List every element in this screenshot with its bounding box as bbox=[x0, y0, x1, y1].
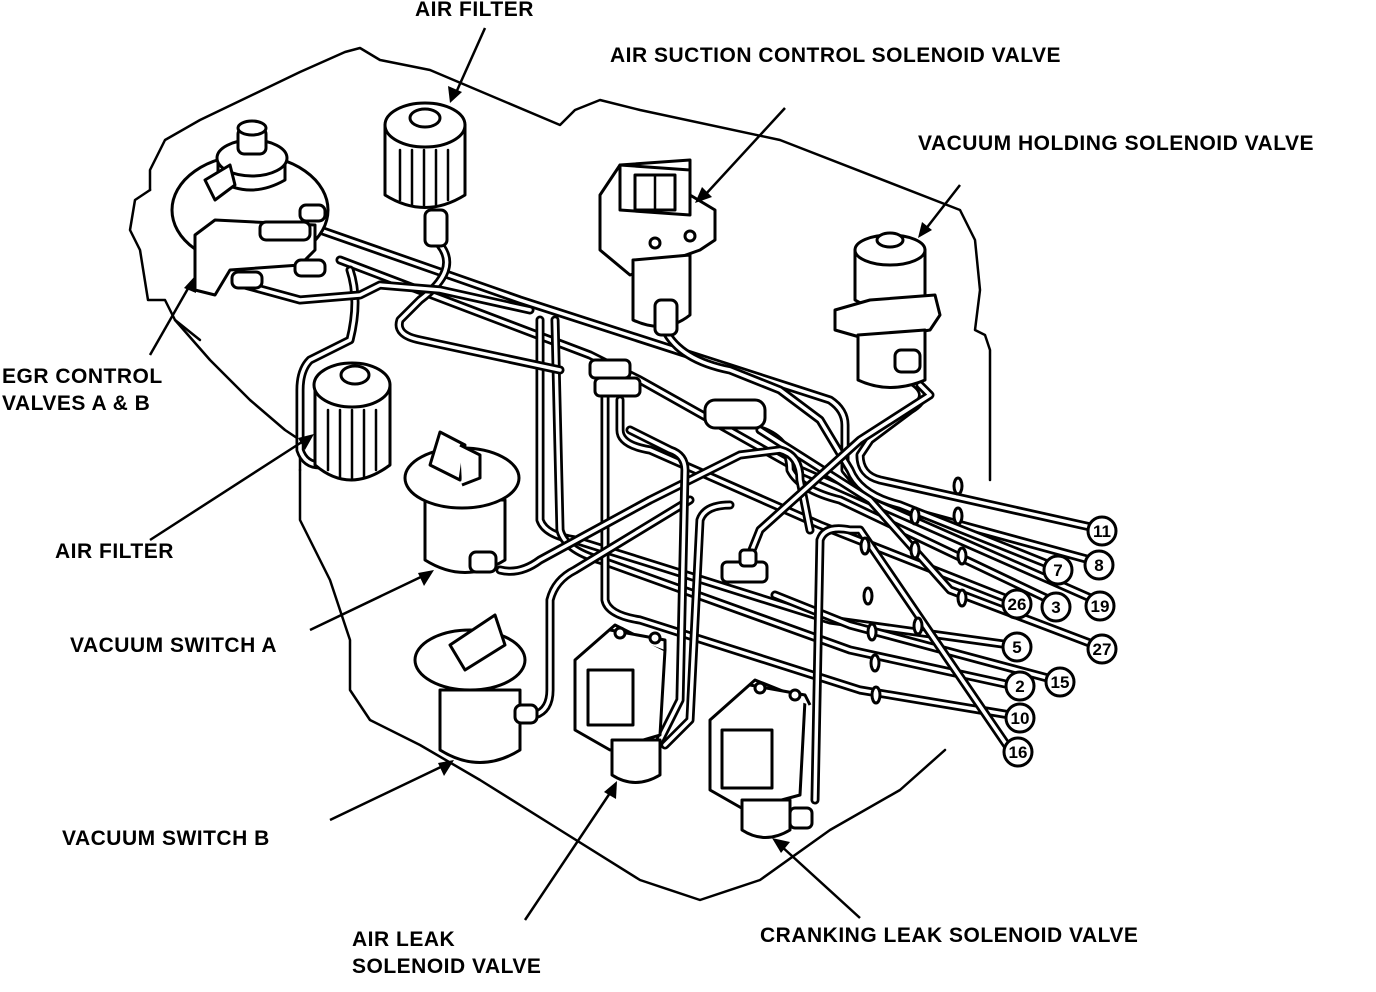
label-vacuum-switch-b: VACUUM SWITCH B bbox=[62, 827, 270, 850]
hose-number-3: 3 bbox=[1040, 591, 1072, 623]
svg-text:5: 5 bbox=[1012, 638, 1021, 657]
hose-clamps bbox=[859, 476, 968, 705]
hose-number-19: 19 bbox=[1084, 590, 1116, 622]
vacuum-switch-a bbox=[403, 430, 521, 574]
cranking-leak-solenoid-valve bbox=[708, 678, 814, 839]
egr-control-valves bbox=[170, 119, 330, 297]
hose-number-callouts: 11 8 7 19 3 26 27 5 bbox=[1001, 515, 1118, 768]
label-air-leak-line1: AIR LEAK bbox=[352, 928, 455, 951]
hose-number-15: 15 bbox=[1044, 666, 1076, 698]
hose-number-27: 27 bbox=[1086, 633, 1118, 665]
svg-text:7: 7 bbox=[1053, 561, 1062, 580]
label-vacuum-switch-a: VACUUM SWITCH A bbox=[70, 634, 277, 657]
svg-text:8: 8 bbox=[1094, 556, 1103, 575]
svg-text:16: 16 bbox=[1009, 743, 1028, 762]
air-leak-solenoid-valve bbox=[573, 623, 667, 784]
vacuum-holding-solenoid-valve bbox=[833, 231, 942, 389]
label-air-filter-left: AIR FILTER bbox=[55, 540, 174, 563]
svg-text:3: 3 bbox=[1051, 598, 1060, 617]
label-air-filter-top: AIR FILTER bbox=[415, 0, 534, 21]
air-suction-control-solenoid-valve bbox=[598, 158, 717, 337]
svg-text:10: 10 bbox=[1011, 709, 1030, 728]
hose-number-10: 10 bbox=[1004, 702, 1036, 734]
hose-number-7: 7 bbox=[1042, 554, 1074, 586]
label-air-leak-line2: SOLENOID VALVE bbox=[352, 955, 541, 978]
label-cranking-leak-valve: CRANKING LEAK SOLENOID VALVE bbox=[760, 924, 1138, 947]
hose-number-16: 16 bbox=[1002, 736, 1034, 768]
svg-text:11: 11 bbox=[1093, 522, 1111, 541]
hose-number-11: 11 bbox=[1086, 515, 1118, 547]
air-filter-top bbox=[383, 101, 467, 248]
svg-text:19: 19 bbox=[1091, 597, 1110, 616]
svg-text:27: 27 bbox=[1093, 640, 1112, 659]
svg-text:2: 2 bbox=[1015, 677, 1024, 696]
label-air-suction-control-valve: AIR SUCTION CONTROL SOLENOID VALVE bbox=[610, 44, 1061, 67]
label-egr-line2: VALVES A & B bbox=[2, 392, 150, 415]
air-filter-left bbox=[312, 361, 392, 482]
vacuum-switch-b bbox=[413, 613, 539, 764]
svg-text:26: 26 bbox=[1008, 595, 1027, 614]
hose-number-8: 8 bbox=[1083, 549, 1115, 581]
hose-number-26: 26 bbox=[1001, 588, 1033, 620]
hose-number-5: 5 bbox=[1001, 631, 1033, 663]
engine-outline bbox=[128, 46, 992, 902]
vacuum-hoses bbox=[240, 225, 1100, 805]
component-labels: AIR FILTER AIR SUCTION CONTROL SOLENOID … bbox=[2, 0, 1314, 978]
svg-text:15: 15 bbox=[1051, 673, 1070, 692]
leader-arrows bbox=[148, 27, 961, 921]
hose-number-2: 2 bbox=[1004, 670, 1036, 702]
hose-fittings bbox=[588, 358, 769, 584]
label-egr-line1: EGR CONTROL bbox=[2, 365, 163, 388]
label-vacuum-holding-valve: VACUUM HOLDING SOLENOID VALVE bbox=[918, 132, 1314, 155]
